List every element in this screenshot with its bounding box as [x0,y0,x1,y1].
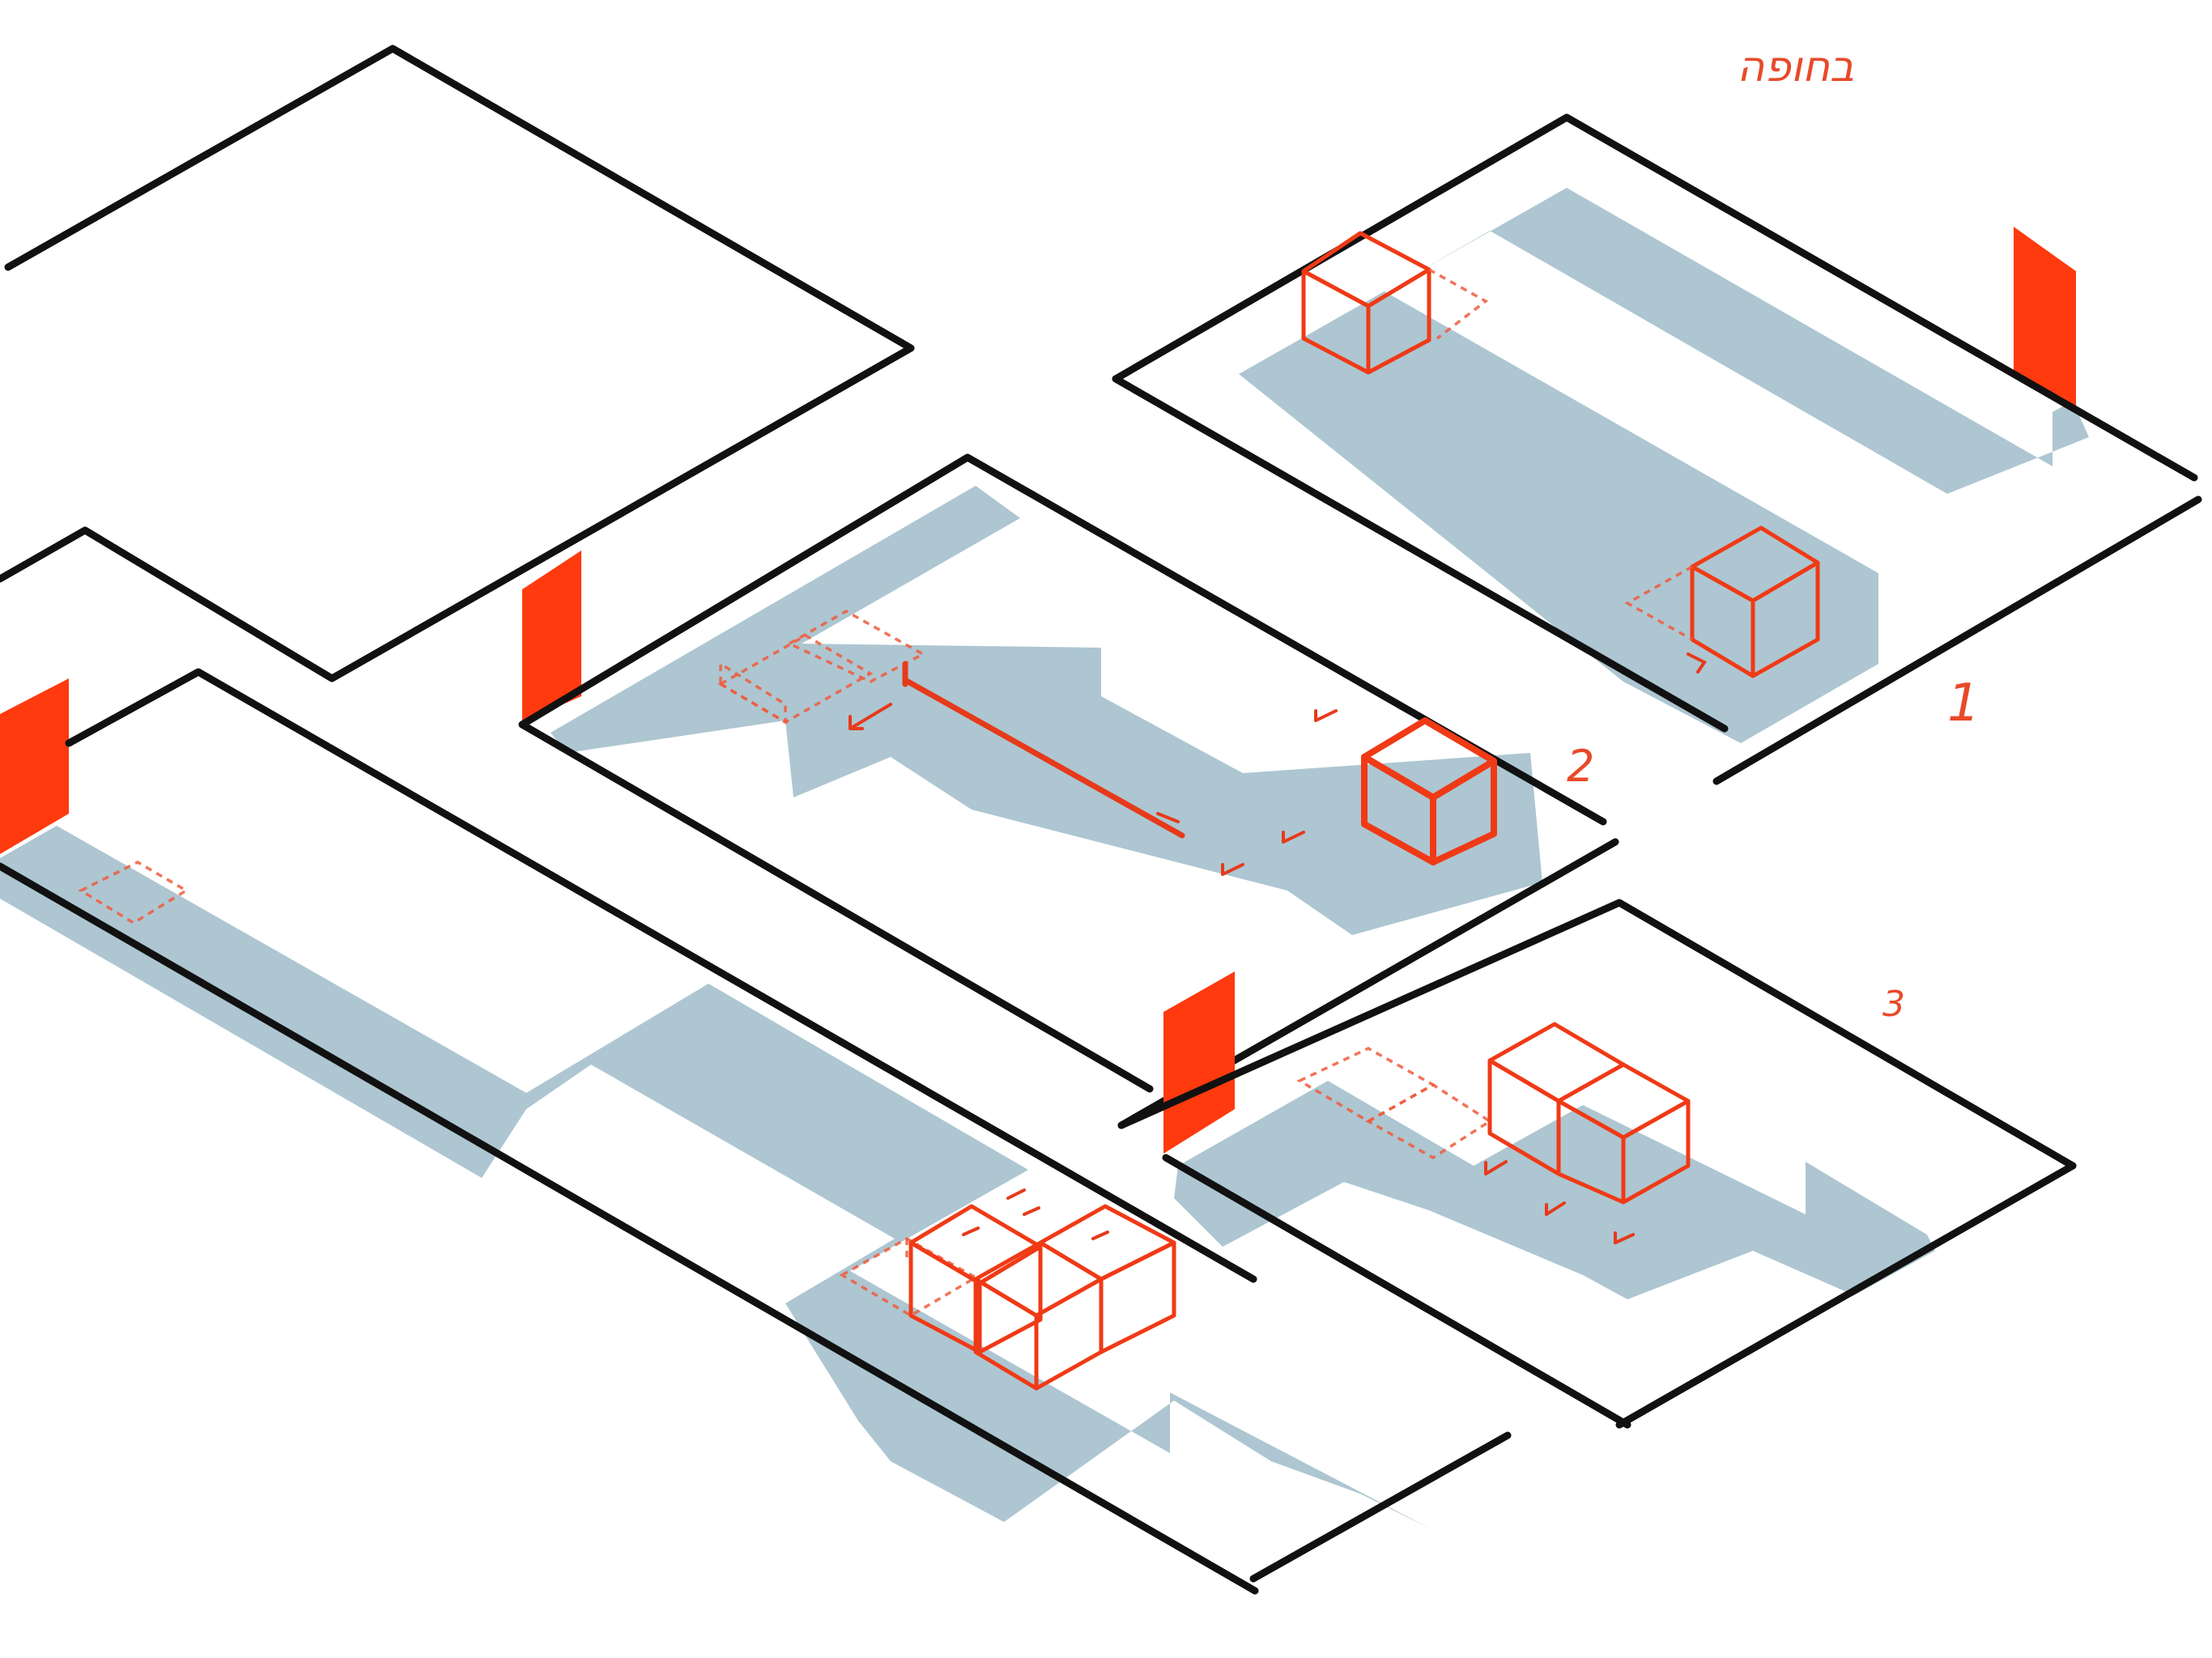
level-2-floor-path [551,486,1542,935]
empty-platform-top-left [0,49,911,678]
level-2-number: 2 [1567,741,1594,792]
level-3: 3 [1121,903,2073,1425]
sketch-title: בחופה [1737,43,1854,91]
empty-platform-wall [0,49,911,678]
level-1-floor-path [1239,188,2089,743]
level-1-number: 1 [1947,674,1980,733]
level-3-floor-path [1174,1081,1935,1299]
level-1: 1 [1116,117,2198,781]
level-3-exit-door [1163,971,1235,1154]
level-3-number: 3 [1882,984,1905,1025]
